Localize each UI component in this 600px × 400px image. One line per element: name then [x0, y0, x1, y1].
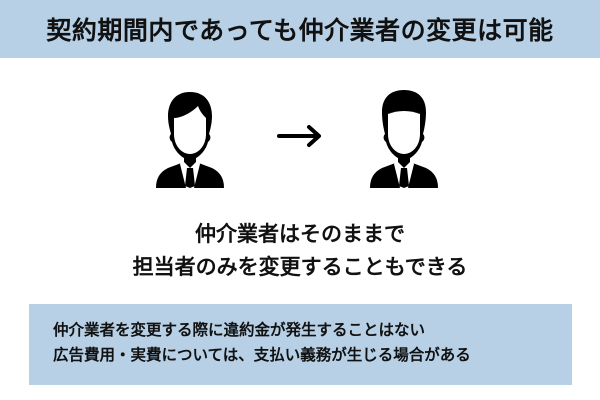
arrow-right-icon — [277, 125, 321, 147]
highlighted-text: 担当者のみを変更することもできる — [130, 251, 470, 284]
page-title: 契約期間内であっても仲介業者の変更は可能 — [46, 16, 554, 45]
title-banner: 契約期間内であっても仲介業者の変更は可能 — [0, 0, 600, 58]
message-line-2: 担当者のみを変更することもできる — [0, 251, 600, 284]
businessman-icon — [370, 90, 438, 188]
note-line-2: 広告費用・実費については、支払い義務が生じる場合がある — [53, 346, 471, 364]
note-box: 仲介業者を変更する際に違約金が発生することはない 広告費用・実費については、支払… — [29, 304, 572, 385]
message-line-1: 仲介業者はそのままで — [195, 222, 405, 246]
note-line-1: 仲介業者を変更する際に違約金が発生することはない — [53, 321, 426, 339]
businessman-icon — [156, 92, 224, 188]
highlighted-text-label: 担当者のみを変更することもできる — [132, 255, 468, 279]
